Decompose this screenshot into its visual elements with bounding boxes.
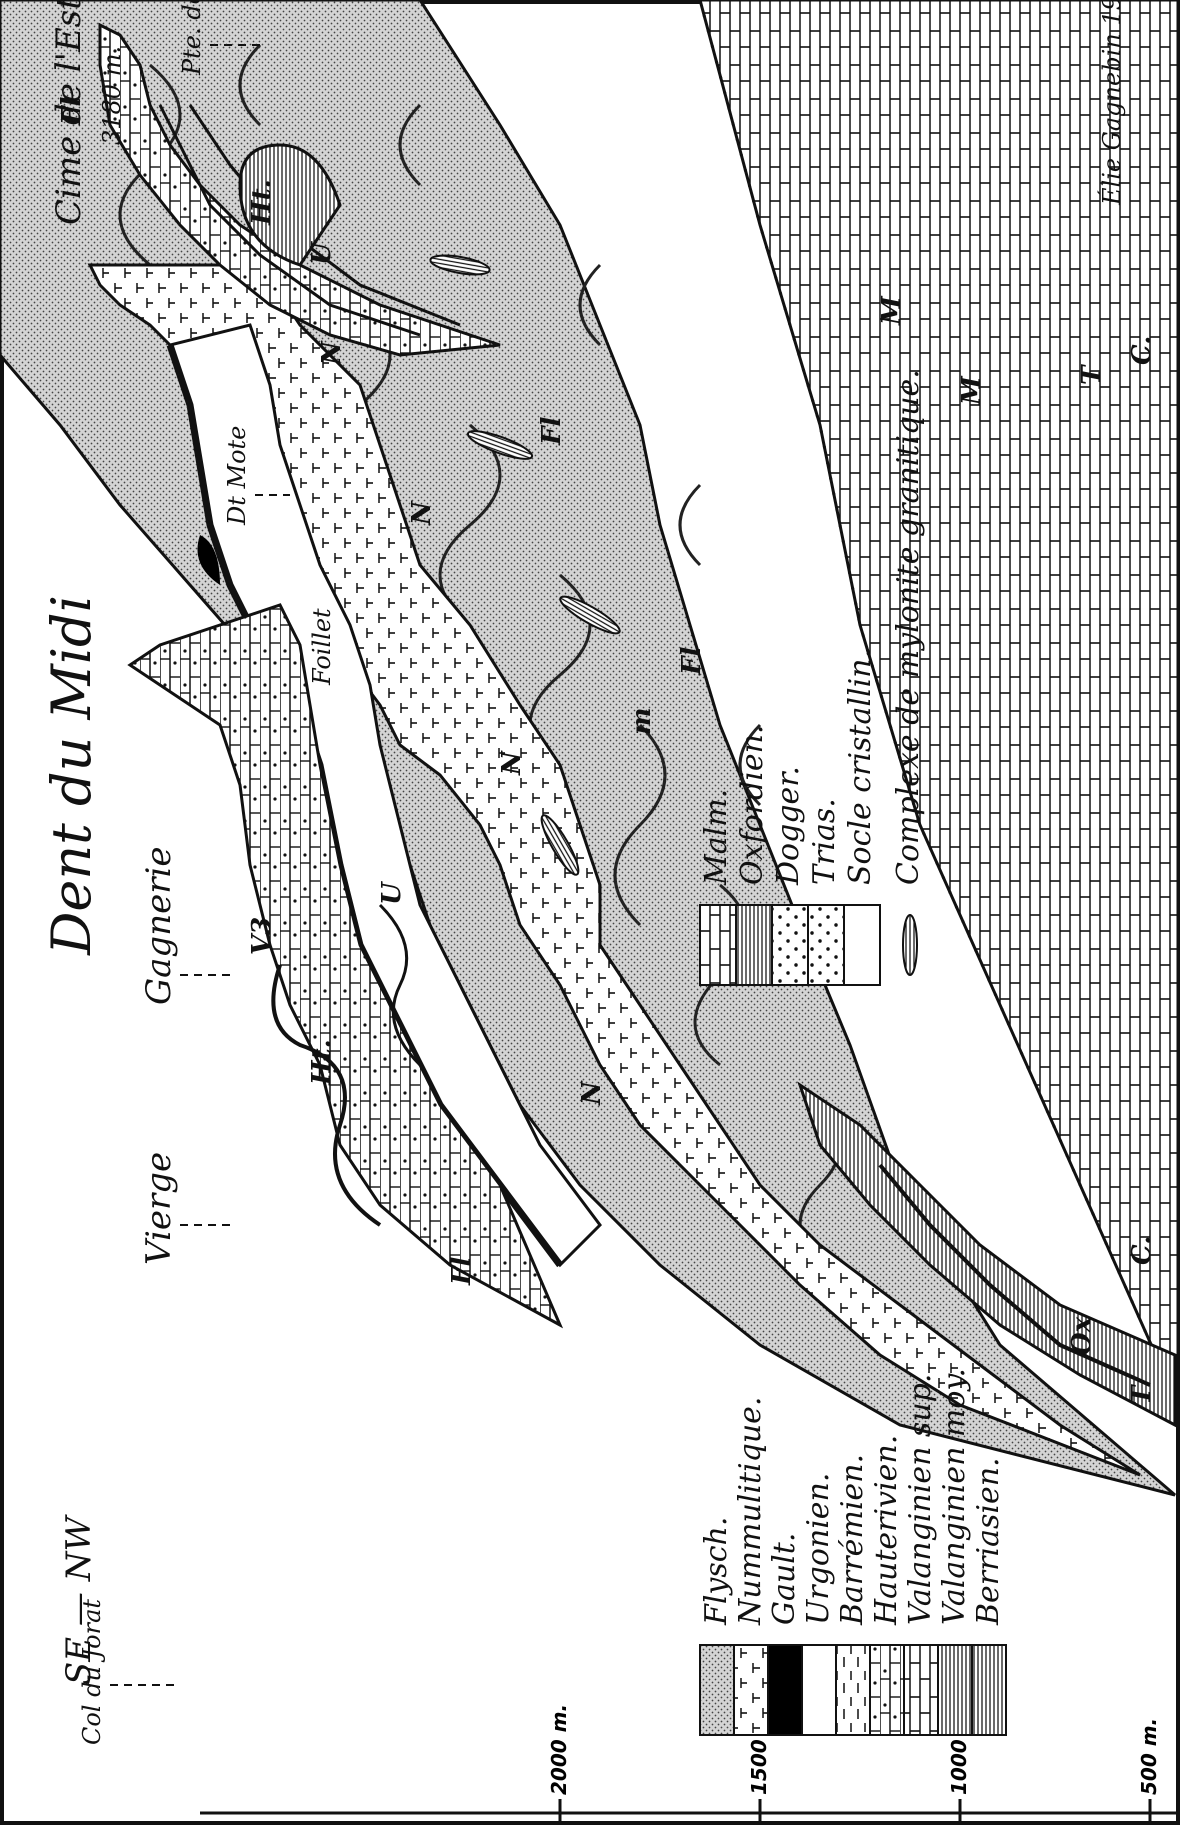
legend-trias: Trias. (807, 798, 842, 885)
legend-socle: Socle cristallin. (843, 649, 878, 885)
mark-m-1: M (957, 375, 987, 406)
mark-v3: V3 (247, 917, 277, 955)
mark-n-1: N (577, 1080, 607, 1106)
elevation-scale: 500 m. 1000 m. 1500 m. 2000 m. (200, 1704, 1178, 1821)
legend-flysch: Flysch. (699, 1517, 734, 1626)
legend-oxfordien: Oxfordien. (735, 725, 770, 885)
mark-n-4: N (317, 340, 347, 366)
scale-tick-500: 500 m. (1137, 1718, 1161, 1795)
mark-m-small: m (627, 707, 657, 735)
legend-valanginien-moy: Valanginien moy. (937, 1368, 972, 1625)
mark-fl-4: Fl (57, 97, 87, 126)
legend-dogger: Dogger. (771, 766, 806, 886)
mark-fl-3: Fl (537, 417, 567, 446)
mark-u-2: U (307, 241, 337, 265)
scale-tick-2000: 2000 m. (547, 1704, 571, 1795)
peak-col-du-jorat: Col du Jorat (78, 1599, 106, 1745)
legend-left: Flysch. Nummulitique. Gault. Urgonien. B… (699, 1368, 1006, 1735)
signature: Élie Gagnebin 1932 (1097, 0, 1126, 206)
legend-mylonite: Complexe de mylonite granitique. (891, 369, 926, 885)
legend-valanginien-sup: Valanginien sup. (903, 1374, 938, 1625)
mark-ox: Ox (1067, 1316, 1097, 1355)
mark-n-2: N (497, 750, 527, 776)
mark-c-1: C. (1127, 1236, 1157, 1265)
mark-fl-1: Fl (447, 1257, 477, 1286)
legend-swatches (700, 1645, 1006, 1735)
mark-fl-2: Fl (677, 647, 707, 676)
peak-gagnerie: Gagnerie (139, 847, 179, 1005)
mark-t-1: T (1127, 1384, 1157, 1405)
mark-m-2: M (877, 295, 907, 326)
peak-dt-mote: Dt Mote (223, 426, 251, 526)
legend-urgonien: Urgonien. (801, 1473, 836, 1625)
mark-c-2: C. (1127, 336, 1157, 365)
legend-malm: Malm. (699, 789, 734, 886)
mark-t-2: T (1077, 364, 1107, 385)
legend-gault: Gault. (767, 1533, 802, 1625)
peak-foillet: Foillet (308, 608, 336, 686)
mark-n-3: N (407, 500, 437, 526)
peak-vierge: Vierge (139, 1152, 179, 1265)
legend-barremien: Barrémien. (835, 1454, 870, 1626)
legend-berriasien: Berriasien. (971, 1457, 1006, 1626)
figure-title: Dent du Midi (40, 595, 103, 956)
mark-ht-2: Ht. (247, 179, 277, 226)
legend-hauterivien: Hauterivien. (869, 1435, 904, 1626)
peak-cime-est-alt: 3180 m. (98, 46, 126, 145)
mark-u-1: U (377, 881, 407, 905)
mark-ht-1: Ht. (307, 1039, 337, 1086)
peak-pte-dardeux: Pte. des Dardeux (178, 0, 206, 76)
legend-nummulitique: Nummulitique. (733, 1397, 768, 1626)
